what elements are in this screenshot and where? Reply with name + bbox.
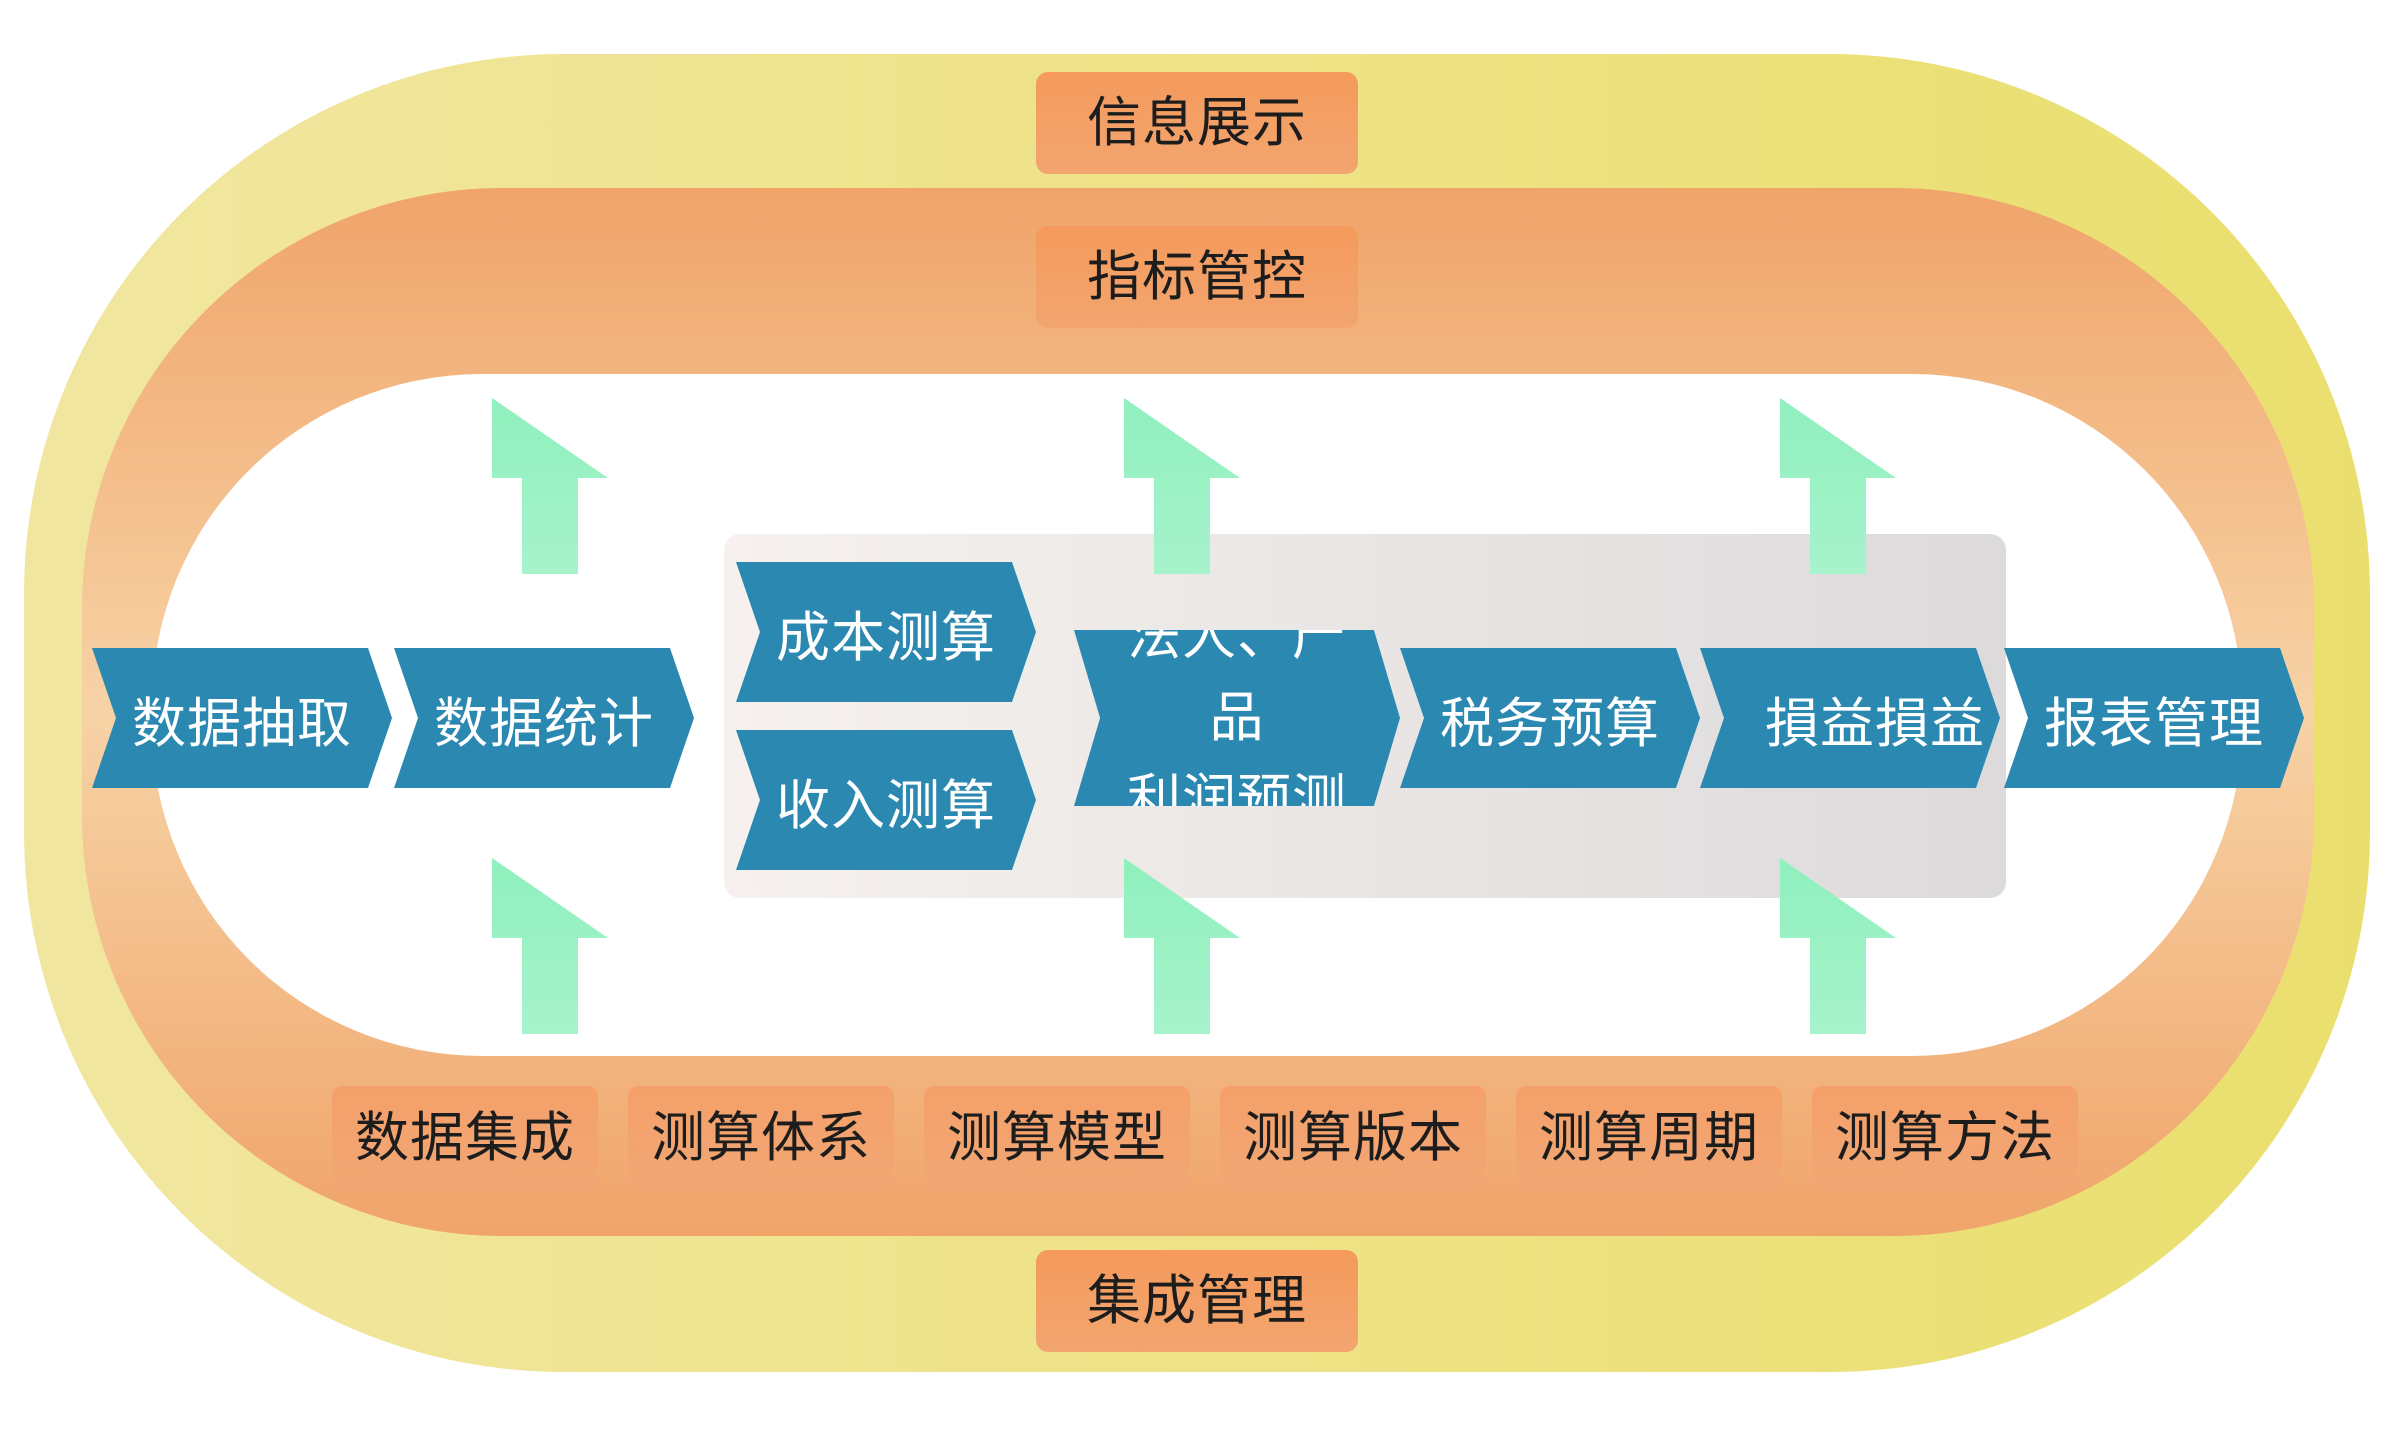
step-cost-measurement-label: 成本测算 bbox=[776, 605, 996, 669]
step-revenue-measurement: 收入测算 bbox=[736, 730, 1036, 870]
step-profit-forecast: 法人、产品利润预测 bbox=[1074, 630, 1400, 806]
step-tax-budget: 税务预算 bbox=[1400, 648, 1700, 788]
step-profit-loss: 損益損益 bbox=[1700, 648, 2000, 788]
step-data-statistics: 数据统计 bbox=[394, 648, 694, 788]
step-profit-forecast-line1: 法人、产品 bbox=[1127, 604, 1347, 749]
item-measure-version: 测算版本 bbox=[1220, 1086, 1486, 1190]
info-display-label: 信息展示 bbox=[1036, 72, 1358, 174]
step-data-statistics-label: 数据统计 bbox=[434, 691, 654, 755]
integration-management-label: 集成管理 bbox=[1036, 1250, 1358, 1352]
up-arrow-1-bottom bbox=[492, 858, 608, 1034]
item-measure-system: 测算体系 bbox=[628, 1086, 894, 1190]
step-tax-budget-label: 税务预算 bbox=[1440, 691, 1660, 755]
up-arrow-3-bottom bbox=[1780, 858, 1896, 1034]
step-revenue-measurement-label: 收入测算 bbox=[776, 773, 996, 837]
step-report-management-label: 报表管理 bbox=[2044, 691, 2264, 755]
item-data-integration: 数据集成 bbox=[332, 1086, 598, 1190]
up-arrow-2-bottom bbox=[1124, 858, 1240, 1034]
up-arrow-3-top bbox=[1780, 398, 1896, 574]
item-measure-model: 测算模型 bbox=[924, 1086, 1190, 1190]
up-arrow-2-top bbox=[1124, 398, 1240, 574]
step-report-management: 报表管理 bbox=[2004, 648, 2304, 788]
item-measure-method: 测算方法 bbox=[1812, 1086, 2078, 1190]
step-cost-measurement: 成本测算 bbox=[736, 562, 1036, 702]
up-arrow-1-top bbox=[492, 398, 608, 574]
step-data-extraction: 数据抽取 bbox=[92, 648, 392, 788]
indicator-control-label: 指标管控 bbox=[1036, 226, 1358, 328]
item-measure-period: 测算周期 bbox=[1516, 1086, 1782, 1190]
step-profit-loss-label: 損益損益 bbox=[1765, 691, 1985, 755]
step-data-extraction-label: 数据抽取 bbox=[132, 691, 352, 755]
step-profit-forecast-line2: 利润预测 bbox=[1127, 768, 1347, 831]
